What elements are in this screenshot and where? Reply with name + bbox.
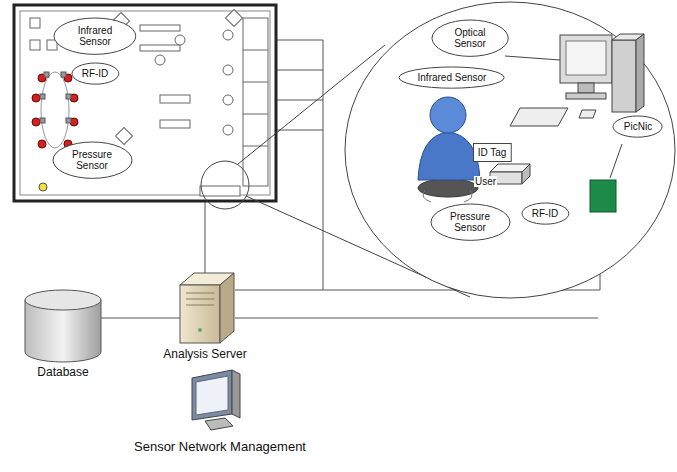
device-label: Database [18, 366, 108, 379]
icon-area [25, 288, 101, 366]
monitor-icon [192, 370, 240, 430]
sensor-label: RF-ID [532, 208, 559, 219]
sensor-callout: RF-ID [71, 62, 120, 85]
figure-label: User [474, 176, 497, 187]
computer [510, 34, 644, 126]
device-node: Database [18, 288, 108, 379]
network-link [101, 318, 180, 319]
sensor-label: PicNic [624, 121, 652, 132]
device-label: Sensor Network Management [100, 440, 340, 454]
picnic-board [590, 180, 616, 212]
sensor-label: Optical Sensor [446, 27, 494, 49]
icon-area [190, 370, 240, 440]
sensor-callout: RF-ID [521, 202, 570, 225]
user-figure [418, 97, 480, 202]
server-icon [180, 273, 234, 343]
device-node: Sensor Network Management [100, 370, 340, 454]
device-label: Analysis Server [155, 348, 255, 361]
magnify-lines [238, 2, 675, 298]
tag-box: ID Tag [473, 143, 512, 162]
room-plan [14, 5, 276, 209]
leader-line [505, 56, 560, 60]
icon-area [180, 270, 234, 348]
database-icon [25, 290, 101, 362]
sensor-callout: Pressure Sensor [430, 203, 511, 241]
device-node: Analysis Server [155, 270, 255, 361]
sensor-callout: Optical Sensor [431, 19, 509, 57]
sensor-callout: Infrared Sensor [53, 17, 137, 55]
leader-line [610, 144, 622, 178]
sensor-callout: Pressure Sensor [52, 141, 133, 179]
sensor-label: Infrared Sensor [69, 25, 121, 47]
sensor-label: Pressure Sensor [67, 149, 117, 171]
sensor-callout: PicNic [612, 115, 663, 138]
sensor-label: Infrared Sensor [418, 72, 487, 83]
sensor-label: ID Tag [478, 147, 507, 158]
sensor-callout: Infrared Sensor [398, 66, 505, 89]
sensor-label: Pressure Sensor [445, 211, 495, 233]
sensor-label: RF-ID [82, 68, 109, 79]
meeting-table [32, 72, 78, 148]
